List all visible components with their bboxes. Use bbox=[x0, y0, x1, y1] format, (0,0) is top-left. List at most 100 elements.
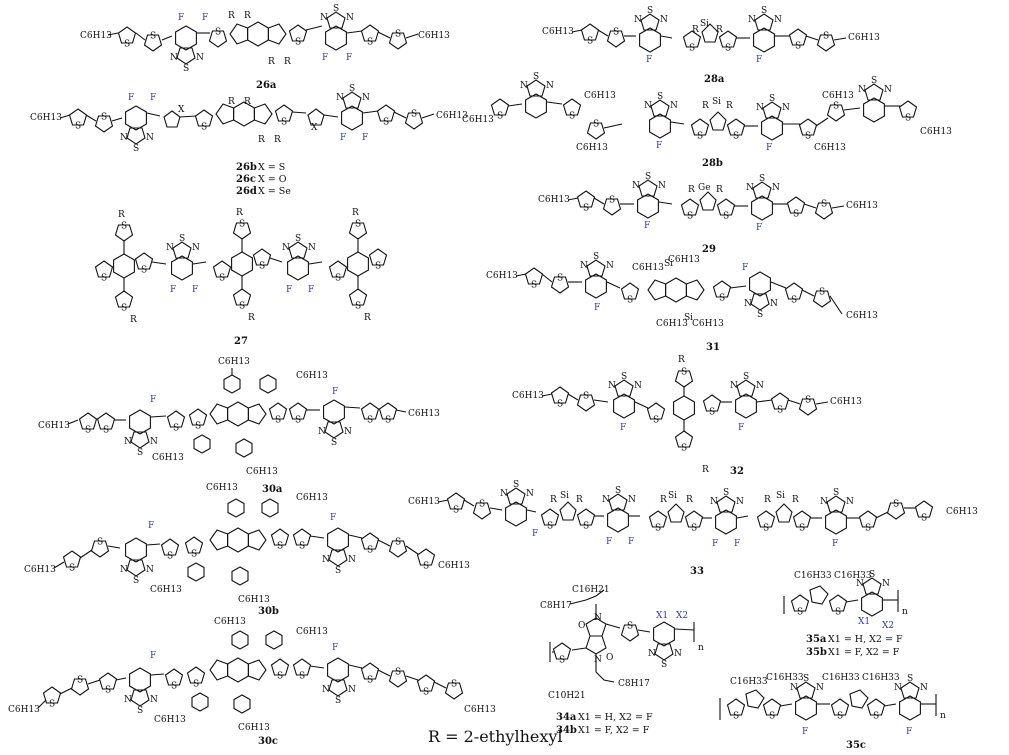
svg-text:C6H13: C6H13 bbox=[848, 33, 880, 43]
svg-text:32: 32 bbox=[730, 466, 744, 477]
svg-text:C6H13: C6H13 bbox=[632, 263, 664, 273]
svg-text:R: R bbox=[688, 185, 695, 195]
svg-text:R: R bbox=[716, 185, 723, 195]
svg-text:C16H21: C16H21 bbox=[572, 585, 610, 595]
svg-text:C6H13: C6H13 bbox=[152, 453, 184, 463]
svg-text:C8H17: C8H17 bbox=[540, 601, 572, 611]
compound-29: C6H13 F R Ge R F C6H13 29 bbox=[538, 171, 878, 255]
svg-text:F: F bbox=[594, 303, 600, 313]
svg-text:C6H13: C6H13 bbox=[30, 113, 62, 123]
svg-text:F: F bbox=[628, 537, 634, 547]
svg-text:C6H13: C6H13 bbox=[946, 507, 978, 517]
svg-text:F: F bbox=[766, 143, 772, 153]
svg-text:C6H13: C6H13 bbox=[150, 585, 182, 595]
svg-text:X2: X2 bbox=[882, 621, 894, 631]
svg-text:F: F bbox=[712, 539, 718, 549]
compound-30a: C6H13 F C6H13 C6H13 C6H13 C6H13 F C6H13 … bbox=[38, 357, 440, 495]
svg-text:F: F bbox=[322, 53, 328, 63]
svg-text:C6H13: C6H13 bbox=[830, 397, 862, 407]
svg-text:31: 31 bbox=[706, 342, 720, 353]
svg-text:X1 = H, X2 = F: X1 = H, X2 = F bbox=[828, 634, 903, 645]
svg-text:Si: Si bbox=[560, 491, 569, 501]
compound-35c: C16H33 C16H33 C16H33 C16H33 F F n 35c bbox=[719, 673, 946, 751]
svg-text:F: F bbox=[202, 13, 208, 23]
svg-text:C6H13: C6H13 bbox=[246, 467, 278, 477]
compound-27: R R F F R R F F R R 27 bbox=[94, 208, 388, 347]
svg-text:R: R bbox=[244, 11, 251, 21]
svg-text:35a: 35a bbox=[806, 634, 827, 645]
svg-text:F: F bbox=[756, 223, 762, 233]
svg-text:R: R bbox=[248, 313, 255, 323]
svg-text:28b: 28b bbox=[702, 158, 723, 169]
svg-text:F: F bbox=[286, 285, 292, 295]
svg-text:34b: 34b bbox=[556, 725, 577, 736]
svg-text:X1: X1 bbox=[858, 617, 870, 627]
svg-text:R: R bbox=[236, 208, 243, 218]
svg-text:F: F bbox=[346, 53, 352, 63]
svg-text:C6H13: C6H13 bbox=[296, 371, 328, 381]
svg-text:F: F bbox=[150, 651, 156, 661]
svg-text:26d: 26d bbox=[236, 186, 257, 197]
svg-text:C6H13: C6H13 bbox=[656, 319, 688, 329]
svg-text:F: F bbox=[620, 423, 626, 433]
svg-text:C6H13: C6H13 bbox=[512, 391, 544, 401]
compound-33: C6H13 F R Si R F F R Si R F F R Si R F bbox=[408, 479, 978, 577]
svg-text:X1 = F, X2 = F: X1 = F, X2 = F bbox=[578, 725, 650, 736]
svg-text:Ge: Ge bbox=[698, 183, 711, 193]
svg-text:33: 33 bbox=[690, 566, 704, 577]
svg-text:F: F bbox=[128, 93, 134, 103]
svg-text:Si: Si bbox=[776, 491, 785, 501]
svg-text:C6H13: C6H13 bbox=[154, 715, 186, 725]
svg-text:X2: X2 bbox=[676, 611, 688, 621]
svg-text:C6H13: C6H13 bbox=[214, 617, 246, 627]
compound-34: C16H21 C8H17 O N N O X1 X2 n C8H17 C10H2… bbox=[540, 585, 704, 736]
svg-text:X = S: X = S bbox=[258, 162, 285, 173]
svg-text:X = O: X = O bbox=[258, 174, 287, 185]
svg-text:X1: X1 bbox=[656, 611, 668, 621]
svg-text:O: O bbox=[606, 653, 613, 663]
svg-text:F: F bbox=[150, 395, 156, 405]
svg-text:29: 29 bbox=[702, 244, 716, 255]
svg-text:F: F bbox=[756, 55, 762, 65]
svg-text:R: R bbox=[228, 97, 235, 107]
svg-text:X1 = F, X2 = F: X1 = F, X2 = F bbox=[828, 647, 900, 658]
svg-text:F: F bbox=[178, 13, 184, 23]
svg-text:C6H13: C6H13 bbox=[814, 143, 846, 153]
svg-text:C6H13: C6H13 bbox=[462, 115, 494, 125]
svg-text:C10H21: C10H21 bbox=[548, 691, 586, 701]
svg-text:R: R bbox=[352, 208, 359, 218]
svg-text:26b: 26b bbox=[236, 162, 257, 173]
svg-text:R: R bbox=[692, 25, 699, 35]
svg-text:F: F bbox=[332, 643, 338, 653]
svg-text:N: N bbox=[594, 655, 602, 665]
svg-text:C6H13: C6H13 bbox=[296, 627, 328, 637]
svg-text:F: F bbox=[644, 221, 650, 231]
svg-text:Si: Si bbox=[700, 19, 709, 29]
svg-text:C6H13: C6H13 bbox=[8, 705, 40, 715]
svg-text:n: n bbox=[940, 711, 946, 721]
compound-30c: C6H13 F C6H13 C6H13 C6H13 C6H13 F bbox=[8, 617, 496, 747]
svg-text:R: R bbox=[118, 210, 125, 220]
svg-text:R: R bbox=[364, 313, 371, 323]
svg-text:R: R bbox=[550, 495, 557, 505]
svg-text:n: n bbox=[902, 607, 908, 617]
svg-text:F: F bbox=[150, 93, 156, 103]
svg-text:F: F bbox=[906, 727, 912, 737]
svg-text:R: R bbox=[228, 11, 235, 21]
svg-text:34a: 34a bbox=[556, 712, 577, 723]
compound-28a: C6H13 F R Si R F C6H13 28a bbox=[542, 5, 880, 85]
svg-text:R: R bbox=[716, 25, 723, 35]
compound-31: C6H13 F Si C6H13 C6H13 Si C6H13 C6H13 F … bbox=[486, 251, 878, 353]
svg-text:C6H13: C6H13 bbox=[438, 561, 470, 571]
compound-30b: C6H13 F C6H13 C6H13 C6H13 C6H13 F C6H13 … bbox=[24, 483, 470, 617]
svg-text:R: R bbox=[130, 315, 137, 325]
svg-text:C6H13: C6H13 bbox=[920, 127, 952, 137]
svg-text:F: F bbox=[742, 263, 748, 273]
compound-28b: C6H13 C6H13 C6H13 F R Si R F C6H13 C6H13… bbox=[462, 71, 952, 169]
svg-text:C6H13: C6H13 bbox=[238, 595, 270, 605]
svg-text:26a: 26a bbox=[256, 80, 277, 91]
svg-text:C6H13: C6H13 bbox=[408, 497, 440, 507]
svg-text:C6H13: C6H13 bbox=[206, 483, 238, 493]
svg-text:30b: 30b bbox=[258, 606, 279, 617]
